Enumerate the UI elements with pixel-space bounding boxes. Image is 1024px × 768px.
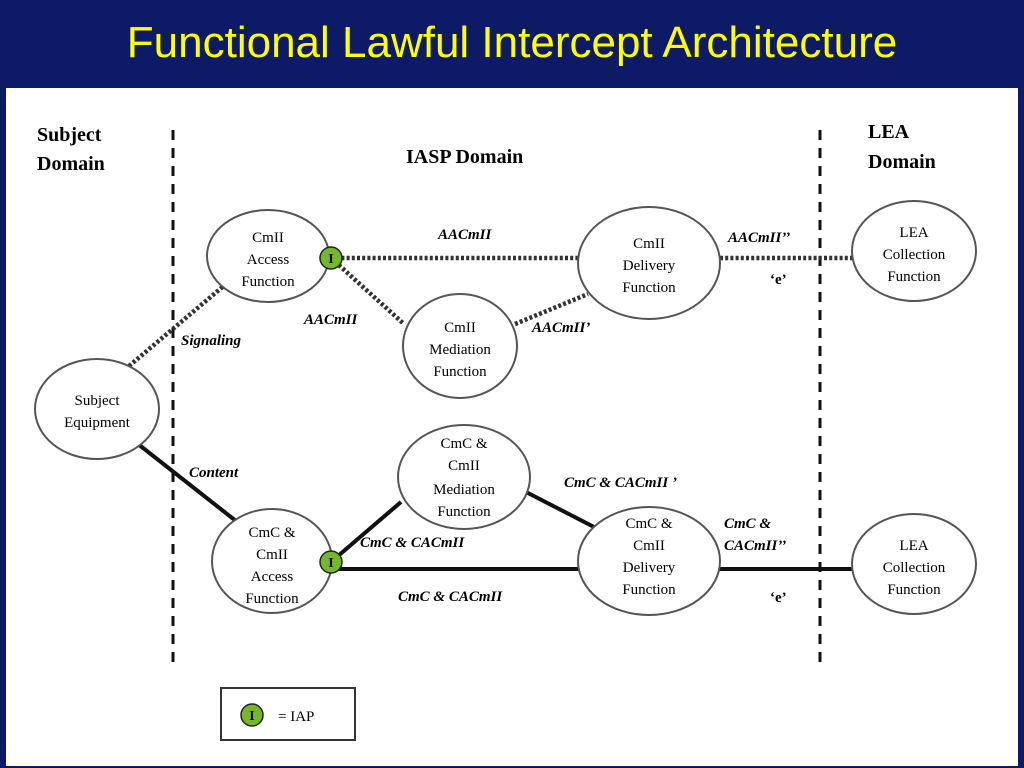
cmc-cacmii-double-prime-label: CmC & CACmII’’ [724,516,786,554]
diagram-canvas: Subject Domain IASP Domain LEA Domain Su… [6,88,1018,766]
iap-legend: I = IAP [220,687,356,741]
architecture-diagram: Subject Domain IASP Domain LEA Domain Su… [34,121,977,741]
iap-marker-bottom: I [319,550,343,574]
signaling-label: Signaling [181,333,242,349]
iasp-domain-label: IASP Domain [406,146,523,168]
content-link [136,442,238,523]
signaling-link [127,282,228,368]
e-bottom-label: ‘e’ [770,590,787,606]
iap-legend-text: = IAP [278,709,314,725]
content-label: Content [189,465,239,481]
e-top-label: ‘e’ [770,272,787,288]
aacmii-double-prime-label: AACmII’’ [727,230,790,246]
aacmii-prime-label: AACmII’ [531,320,590,336]
cmc-cacmii-upper-label: CmC & CACmII [360,535,465,551]
subject-domain-label: Subject Domain [37,124,106,175]
cmc-cacmii-prime-label: CmC & CACmII ’ [564,475,677,491]
aacmii-mediation-label: AACmII [303,312,359,328]
aacmii-link-access-mediation [329,256,406,326]
cmc-link-access-mediation [329,500,403,564]
svg-text:I: I [328,252,333,267]
svg-text:I: I [328,556,333,571]
aacmii-top-label: AACmII [437,227,493,243]
title-bar: Functional Lawful Intercept Architecture [0,0,1024,86]
svg-text:I: I [249,709,254,724]
iap-marker-top: I [319,246,343,270]
cmc-cacmii-lower-label: CmC & CACmII [398,589,503,605]
cmc-link-mediation-delivery [525,490,597,530]
aacmii-link-mediation-delivery [514,291,589,327]
slide-title: Functional Lawful Intercept Architecture [126,18,898,67]
lea-domain-label: LEA Domain [868,121,936,173]
